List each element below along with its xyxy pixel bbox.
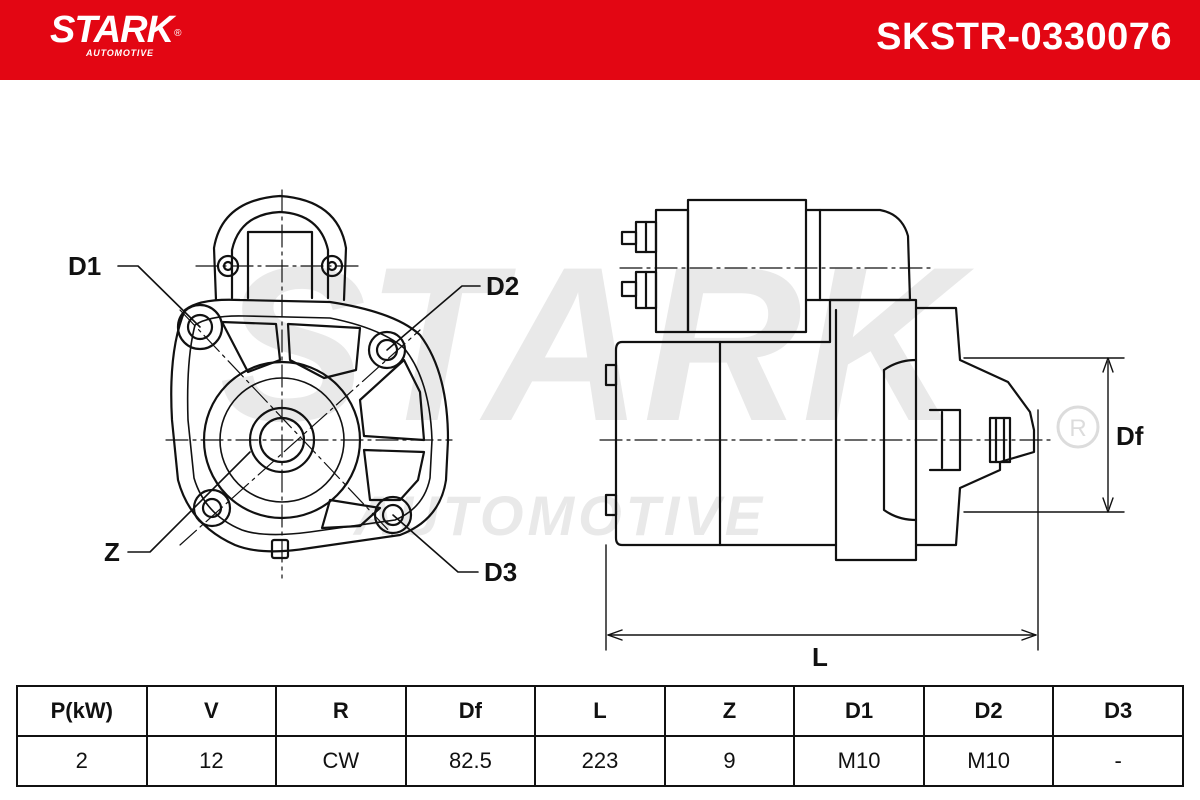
spec-value-l: 223 [534, 735, 666, 787]
label-d3: D3 [484, 557, 518, 587]
mount-hole-d3 [373, 495, 413, 535]
leader-z [127, 451, 251, 553]
spec-header-row: P(kW) V R Df L Z D1 D2 D3 [16, 685, 1184, 737]
spec-value-d3: - [1052, 735, 1184, 787]
spec-table: P(kW) V R Df L Z D1 D2 D3 2 12 CW 82.5 2… [16, 685, 1184, 787]
leader-d1 [117, 265, 201, 328]
spec-header-l: L [534, 685, 666, 737]
spec-header-z: Z [663, 685, 796, 737]
front-view [117, 189, 481, 579]
spec-value-d1: M10 [793, 735, 925, 787]
brand-subtitle: AUTOMOTIVE [86, 48, 154, 58]
spec-value-row: 2 12 CW 82.5 223 9 M10 M10 - [16, 735, 1184, 787]
dimension-l [605, 409, 1039, 651]
bottom-tab [270, 538, 290, 560]
mount-hole-d1 [176, 303, 224, 351]
mount-hole-z [192, 488, 232, 528]
motor-yoke [614, 340, 722, 547]
spec-value-voltage: 12 [145, 735, 278, 787]
solenoid-cap [212, 194, 348, 302]
solenoid-body [686, 198, 808, 334]
brand-logo: STARK® AUTOMOTIVE [50, 9, 182, 58]
watermark-sub: AUTOMOTIVE [352, 484, 766, 547]
side-view [599, 198, 1125, 651]
watermark-registered-circle [1056, 405, 1100, 449]
label-d2: D2 [486, 271, 520, 301]
registered-mark: ® [174, 28, 181, 39]
spec-header-d2: D2 [922, 685, 1055, 737]
spec-value-power: 2 [16, 735, 148, 787]
solenoid-rear [804, 208, 912, 302]
header-bar: STARK® AUTOMOTIVE SKSTR-0330076 [0, 0, 1200, 80]
label-df: Df [1116, 421, 1144, 451]
drive-housing [718, 298, 1036, 562]
spec-value-z: 9 [663, 735, 796, 787]
brand-name: STARK® [50, 9, 182, 51]
label-l: L [812, 642, 828, 672]
spec-header-rotation: R [275, 685, 407, 737]
mounting-flange [170, 298, 450, 553]
spec-value-d2: M10 [922, 735, 1055, 787]
spec-header-d1: D1 [793, 685, 925, 737]
spec-header-voltage: V [145, 685, 278, 737]
leader-d2 [386, 285, 481, 351]
spec-header-power: P(kW) [16, 685, 148, 737]
dimension-df [963, 357, 1125, 513]
spec-value-rotation: CW [275, 735, 407, 787]
mount-hole-d2 [367, 330, 407, 370]
watermark-registered-letter: R [1069, 415, 1086, 442]
spec-header-df: Df [404, 685, 537, 737]
leader-d3 [392, 514, 479, 573]
label-z: Z [104, 537, 120, 567]
part-number: SKSTR-0330076 [876, 16, 1172, 58]
starter-motor-drawing [117, 189, 1125, 651]
label-d1: D1 [68, 251, 102, 281]
spec-value-df: 82.5 [404, 735, 537, 787]
spec-header-d3: D3 [1052, 685, 1184, 737]
